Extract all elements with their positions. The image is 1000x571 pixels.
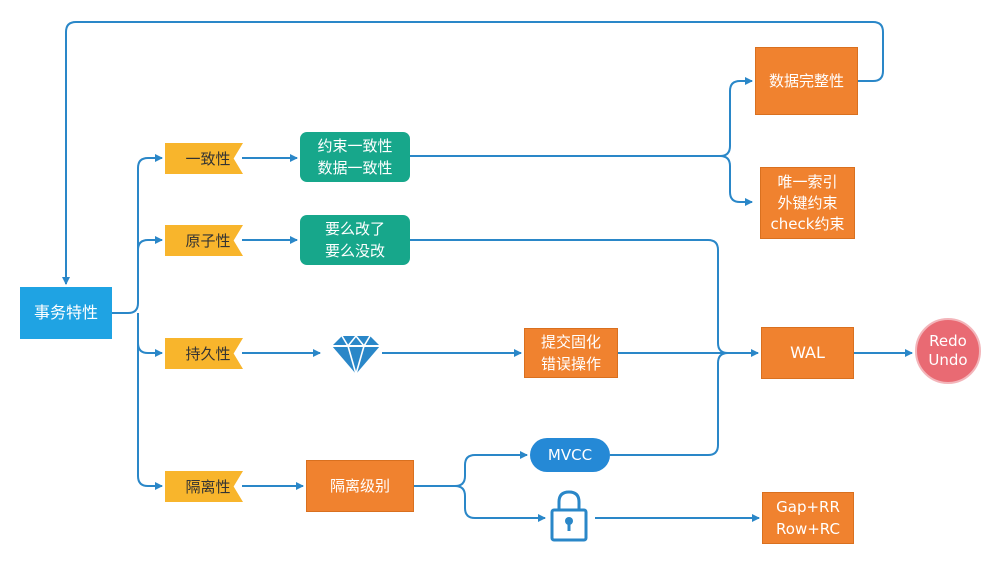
root-label: 事务特性 xyxy=(33,303,98,322)
undo-label: Undo xyxy=(928,351,968,369)
tag-consistency-label: 一致性 xyxy=(185,150,231,168)
tag-durability: 持久性 xyxy=(165,338,243,369)
row-label: Row+RC xyxy=(776,520,840,538)
diamond-icon xyxy=(332,334,380,377)
gap-row-box: Gap+RR Row+RC xyxy=(762,492,854,544)
root-node: 事务特性 xyxy=(20,287,112,339)
edge-level-mvcc xyxy=(414,451,528,487)
atomic-box-line1: 要么改了 xyxy=(324,220,385,238)
atomic-box: 要么改了 要么没改 xyxy=(300,215,410,265)
consistency-box-line2: 数据一致性 xyxy=(317,159,393,177)
constraints-box-line2: 外键约束 xyxy=(777,193,838,212)
atomic-box-line2: 要么没改 xyxy=(324,242,385,260)
redo-label: Redo xyxy=(929,332,967,350)
integrity-box: 数据完整性 xyxy=(755,47,858,115)
constraints-box-line1: 唯一索引 xyxy=(777,172,838,191)
isolation-level-box: 隔离级别 xyxy=(306,460,414,512)
tag-isolation-label: 隔离性 xyxy=(185,478,231,496)
constraints-box-line3: check约束 xyxy=(770,214,845,233)
wal-box-label: WAL xyxy=(790,343,825,362)
tag-atomicity: 原子性 xyxy=(165,225,243,256)
tag-isolation: 隔离性 xyxy=(165,471,243,502)
durability-box-line1: 提交固化 xyxy=(540,333,601,351)
edge-root-durability xyxy=(137,342,163,357)
edge-root-atomicity xyxy=(137,236,163,251)
tag-consistency: 一致性 xyxy=(165,143,243,174)
consistency-box: 约束一致性 数据一致性 xyxy=(300,132,410,182)
tag-durability-label: 持久性 xyxy=(185,345,231,363)
durability-box-line2: 错误操作 xyxy=(540,355,601,373)
edge-level-lock xyxy=(454,485,546,522)
integrity-box-label: 数据完整性 xyxy=(768,72,844,90)
mvcc-label: MVCC xyxy=(547,446,593,464)
redo-undo-circle: Redo Undo xyxy=(915,318,981,384)
edge-consistency-integrity xyxy=(410,77,753,157)
durability-box: 提交固化 错误操作 xyxy=(524,328,618,378)
wal-box: WAL xyxy=(761,327,854,379)
consistency-box-line1: 约束一致性 xyxy=(317,137,393,155)
lock-icon xyxy=(550,490,588,542)
gap-label: Gap+RR xyxy=(776,498,840,516)
edge-integrity-root xyxy=(62,21,884,285)
mvcc-box: MVCC xyxy=(530,438,610,472)
tag-atomicity-label: 原子性 xyxy=(185,232,231,250)
edge-consistency-constraints xyxy=(719,155,753,206)
edge-root-isolation xyxy=(137,313,163,490)
constraints-box: 唯一索引 外键约束 check约束 xyxy=(760,167,855,239)
isolation-level-label: 隔离级别 xyxy=(329,477,390,495)
edge-root-trunk xyxy=(112,154,163,314)
edge-mvcc-wal xyxy=(610,352,729,456)
edge-atomic-wal xyxy=(409,239,729,354)
